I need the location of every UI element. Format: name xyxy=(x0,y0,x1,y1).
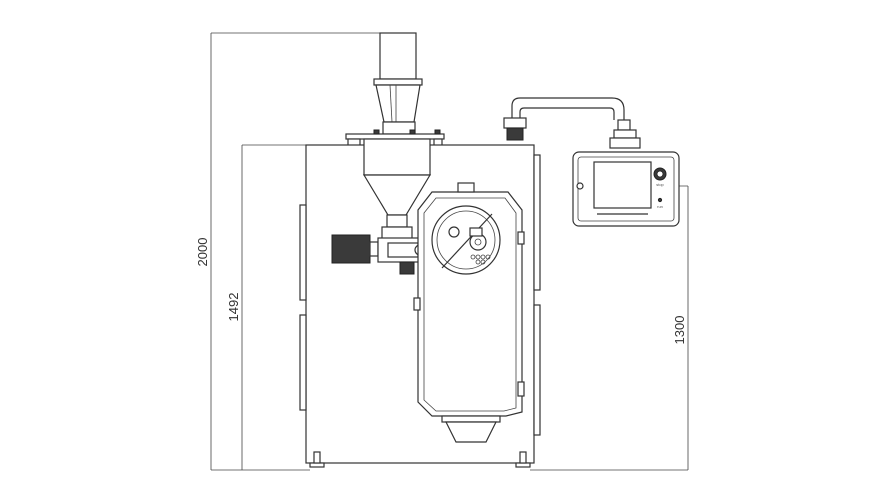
touch-screen xyxy=(593,161,652,209)
dimension-1300: 1300 xyxy=(530,185,689,471)
dim-label-1492: 1492 xyxy=(226,293,241,322)
inspection-door xyxy=(413,182,525,443)
run-led-icon xyxy=(657,197,663,203)
cable-conduit xyxy=(503,97,641,149)
dimension-1492: 1492 xyxy=(226,144,306,470)
panel-port-icon xyxy=(576,182,584,190)
mesh-screen xyxy=(470,254,491,265)
dimension-2000: 2000 xyxy=(195,32,380,471)
control-panel: stop run xyxy=(572,151,680,227)
dim-label-1300: 1300 xyxy=(672,316,687,345)
stop-knob-label: stop xyxy=(656,182,664,187)
feed-hopper xyxy=(345,32,445,160)
run-led-label: run xyxy=(657,204,663,209)
dim-label-2000: 2000 xyxy=(195,238,210,267)
